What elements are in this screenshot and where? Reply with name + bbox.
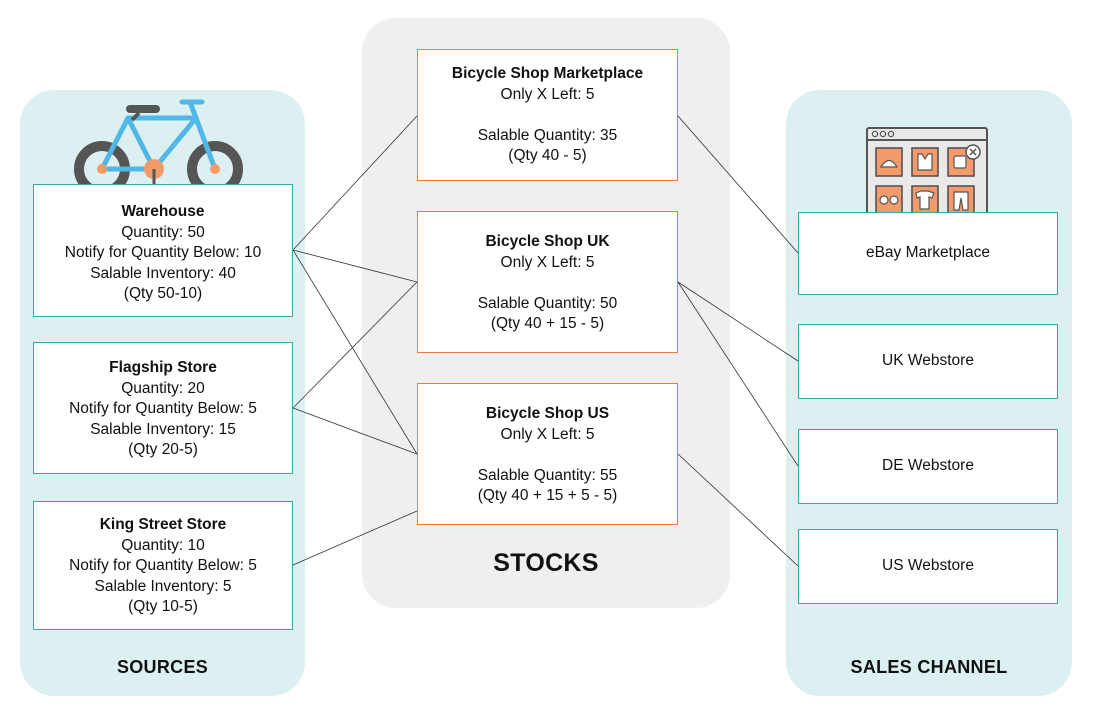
source-formula: (Qty 10-5) [128,598,198,615]
stock-only-x-left: Only X Left: 5 [500,253,595,271]
spacer [418,105,677,126]
link-uk-ukweb [677,281,799,362]
stock-name: Bicycle Shop US [485,405,610,422]
sales-channel-title: SALES CHANNEL [850,657,1008,677]
link-flagship-us [292,407,418,455]
source-name: Warehouse [121,203,205,220]
stock-box-uk: Bicycle Shop UK Only X Left: 5 Salable Q… [417,211,678,353]
link-flagship-uk [292,281,418,409]
source-notify-threshold: Notify for Quantity Below: 5 [69,400,257,417]
link-marketplace-ebay [677,115,799,254]
source-formula: (Qty 20-5) [128,441,198,458]
spacer [418,273,677,294]
source-quantity: Quantity: 10 [121,536,205,554]
source-salable-inventory: Salable Inventory: 40 [90,264,236,282]
channel-box-de-webstore: DE Webstore [798,429,1058,504]
stock-salable-quantity: Salable Quantity: 55 [477,466,618,484]
stock-name: Bicycle Shop Marketplace [451,65,644,82]
source-salable-inventory: Salable Inventory: 5 [94,577,232,595]
channel-box-us-webstore: US Webstore [798,529,1058,604]
stock-formula: (Qty 40 - 5) [508,147,587,164]
stock-salable-quantity: Salable Quantity: 35 [477,126,618,144]
storefront-window-icon [866,127,988,225]
source-box-flagship-store: Flagship Store Quantity: 20 Notify for Q… [33,342,293,474]
source-box-warehouse: Warehouse Quantity: 50 Notify for Quanti… [33,184,293,317]
stock-formula: (Qty 40 + 15 + 5 - 5) [477,487,618,504]
source-box-king-street-store: King Street Store Quantity: 10 Notify fo… [33,501,293,630]
spacer [418,445,677,466]
link-us-usweb [677,453,799,567]
source-quantity: Quantity: 50 [121,223,205,241]
stock-only-x-left: Only X Left: 5 [500,85,595,103]
sources-title: SOURCES [116,657,209,677]
source-salable-inventory: Salable Inventory: 15 [90,420,236,438]
source-name: Flagship Store [109,359,217,376]
channel-name: US Webstore [882,557,974,575]
link-warehouse-us [292,249,418,455]
channel-box-uk-webstore: UK Webstore [798,324,1058,399]
stocks-title: STOCKS [493,549,599,577]
stock-only-x-left: Only X Left: 5 [500,425,595,443]
link-warehouse-marketplace [292,115,418,251]
stock-formula: (Qty 40 + 15 - 5) [490,315,605,332]
stock-box-us: Bicycle Shop US Only X Left: 5 Salable Q… [417,383,678,525]
stock-salable-quantity: Salable Quantity: 50 [477,294,618,312]
source-quantity: Quantity: 20 [121,379,205,397]
link-kingstreet-us [292,510,418,566]
link-warehouse-uk [292,249,418,283]
channel-name: DE Webstore [882,457,974,475]
stock-box-marketplace: Bicycle Shop Marketplace Only X Left: 5 … [417,49,678,181]
source-name: King Street Store [99,516,227,533]
channel-name: UK Webstore [882,352,974,370]
link-uk-deweb [677,281,799,467]
stock-name: Bicycle Shop UK [485,233,610,250]
source-notify-threshold: Notify for Quantity Below: 10 [64,244,262,261]
channel-box-ebay-marketplace: eBay Marketplace [798,212,1058,295]
source-formula: (Qty 50-10) [123,285,203,302]
bicycle-icon [74,99,243,196]
channel-name: eBay Marketplace [865,244,991,262]
source-notify-threshold: Notify for Quantity Below: 5 [69,557,257,574]
